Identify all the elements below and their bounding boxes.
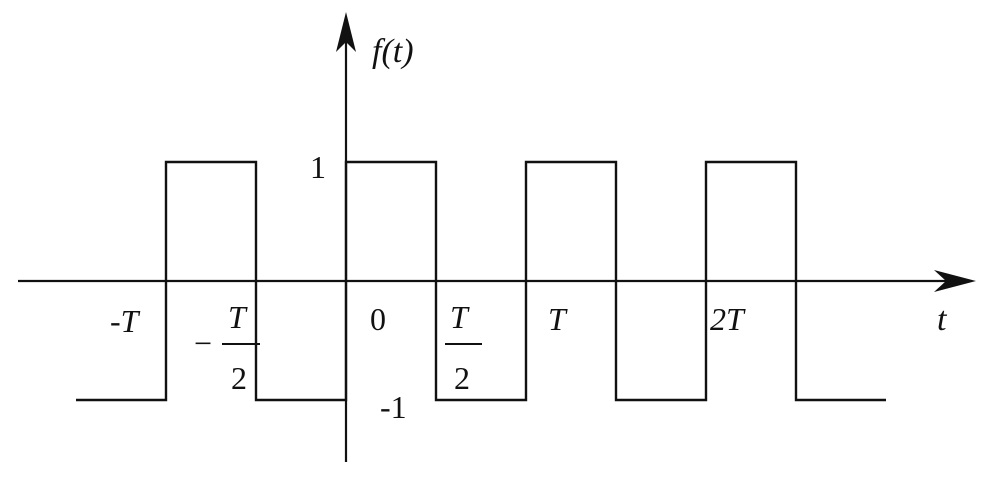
tick-label-2T: 2T — [710, 301, 746, 337]
axes — [18, 36, 955, 462]
y-axis-label: f(t) — [372, 33, 414, 70]
x-axis-label: t — [937, 301, 948, 338]
half-T-denominator: 2 — [454, 360, 470, 396]
half-T-numerator: T — [450, 299, 470, 335]
tick-label-zero: 0 — [370, 301, 386, 337]
tick-label-half-T: T 2 — [445, 299, 482, 396]
y-axis-arrowhead — [336, 12, 356, 52]
tick-label-neg-half-T: − T 2 — [194, 299, 260, 396]
neg-half-T-denominator: 2 — [231, 360, 247, 396]
neg-half-T-sign: − — [194, 325, 212, 361]
tick-label-T: T — [548, 301, 568, 337]
level-high-label: 1 — [310, 149, 326, 185]
square-wave-series — [76, 160, 886, 402]
level-low-label: -1 — [380, 389, 407, 425]
tick-label-neg-T: -T — [110, 303, 141, 339]
x-axis-arrowhead — [934, 270, 976, 292]
neg-half-T-numerator: T — [228, 299, 248, 335]
